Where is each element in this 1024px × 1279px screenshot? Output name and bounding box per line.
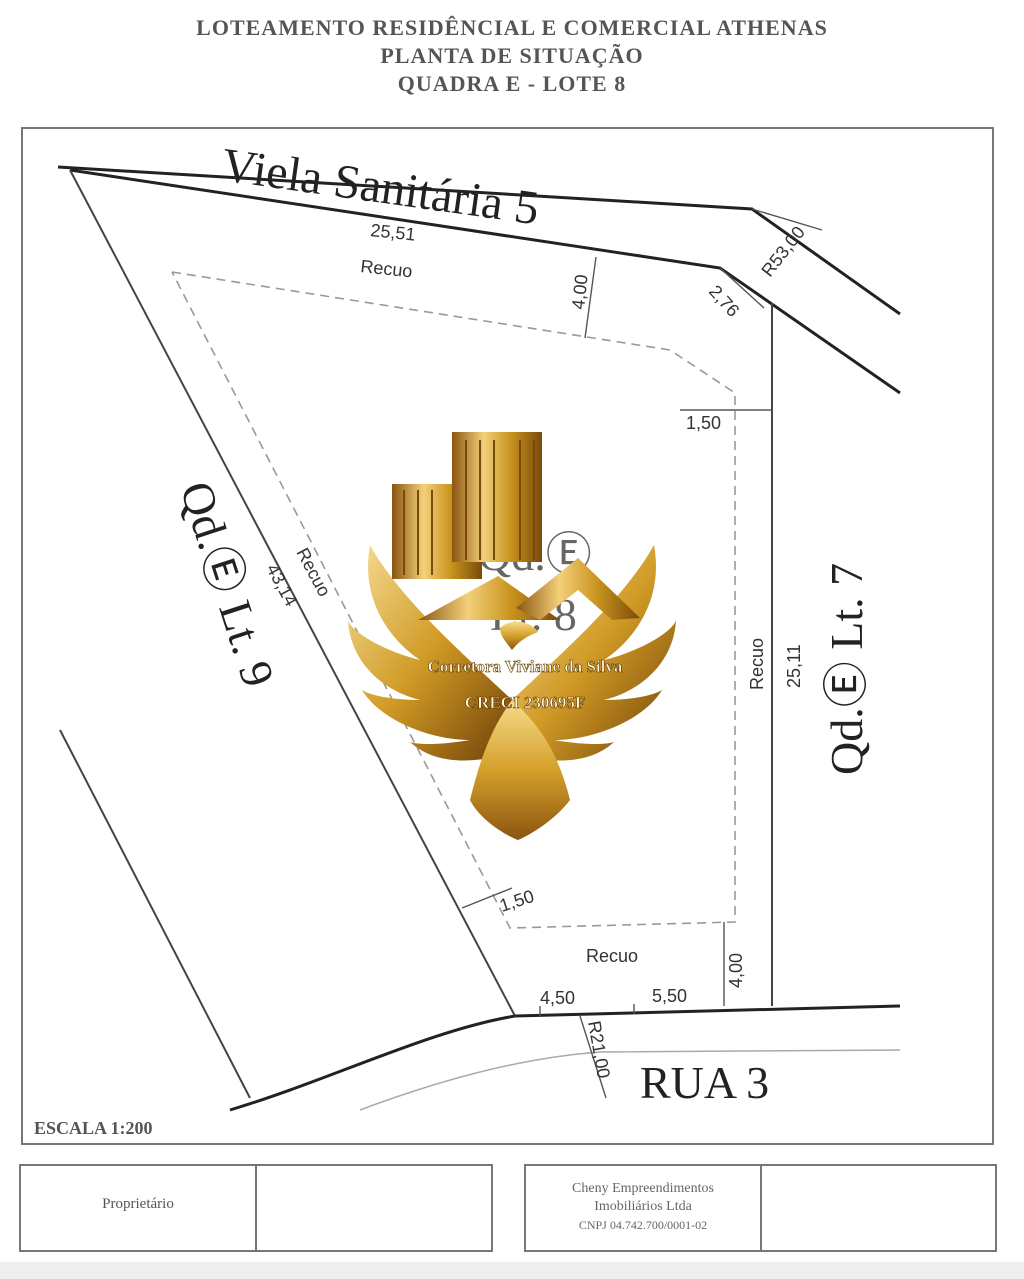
header-title: LOTEAMENTO RESIDÊNCIAL E COMERCIAL ATHEN… — [196, 15, 828, 40]
dim-side-left-setback: 1,50 — [497, 886, 537, 916]
dim-side-right-setback: 1,50 — [686, 413, 721, 433]
dim-front-top: 25,51 — [370, 220, 417, 245]
setback-line — [171, 271, 736, 929]
street-bottom-label: RUA 3 — [640, 1057, 769, 1108]
dim-recuo-bottom: Recuo — [586, 946, 638, 966]
neighbor-left-label: Qd.Ⓔ Lt. 9 — [170, 475, 284, 692]
header-subtitle: PLANTA DE SITUAÇÃO — [380, 43, 644, 68]
dim-front-bottom-b: 5,50 — [652, 986, 687, 1006]
logo-creci: CRECI 230695F — [465, 693, 585, 712]
scale-label: ESCALA 1:200 — [34, 1118, 153, 1138]
neighbor-right-label: Qd.Ⓔ Lt. 7 — [821, 563, 872, 775]
dim-chord-top: 2,76 — [705, 281, 743, 320]
bottom-strip — [0, 1262, 1024, 1279]
company-info: Cheny Empreendimentos Imobiliários Ltda … — [526, 1180, 760, 1234]
dim-recuo-left: Recuo — [292, 544, 334, 599]
dim-recuo-right: Recuo — [747, 638, 767, 690]
drawing-frame — [21, 127, 994, 1145]
dim-radius-bottom: R21,00 — [584, 1019, 614, 1080]
lot-outline — [69, 169, 901, 1018]
owner-box: Proprietário — [19, 1164, 493, 1252]
dim-setback-bottom: 4,00 — [726, 953, 746, 988]
header-lot: QUADRA E - LOTE 8 — [397, 71, 627, 96]
dimension-marks — [461, 208, 823, 1099]
dimension-labels: 25,51 Recuo 4,00 R53,00 2,76 1,50 Recuo … — [262, 220, 808, 1080]
company-line-1: Cheny Empreendimentos — [572, 1181, 714, 1196]
dim-side-right: 25,11 — [784, 644, 804, 688]
company-line-2: Imobiliários Ltda — [594, 1199, 692, 1214]
logo-name: Corretora Viviane da Silva — [428, 657, 623, 676]
neighbor-lines — [59, 729, 251, 1099]
drawing-header: LOTEAMENTO RESIDÊNCIAL E COMERCIAL ATHEN… — [0, 14, 1024, 98]
corretora-logo: Corretora Viviane da Silva CRECI 230695F — [348, 432, 676, 840]
company-line-3: CNPJ 04.742.700/0001-02 — [578, 1218, 708, 1232]
owner-label: Proprietário — [102, 1196, 174, 1212]
dim-recuo-top: Recuo — [360, 256, 414, 281]
dim-setback-top: 4,00 — [568, 273, 592, 310]
company-box: Cheny Empreendimentos Imobiliários Ltda … — [524, 1164, 997, 1252]
dim-side-left: 43,14 — [262, 560, 301, 609]
rua-3-curves — [229, 1014, 901, 1112]
dim-front-bottom-a: 4,50 — [540, 988, 575, 1008]
